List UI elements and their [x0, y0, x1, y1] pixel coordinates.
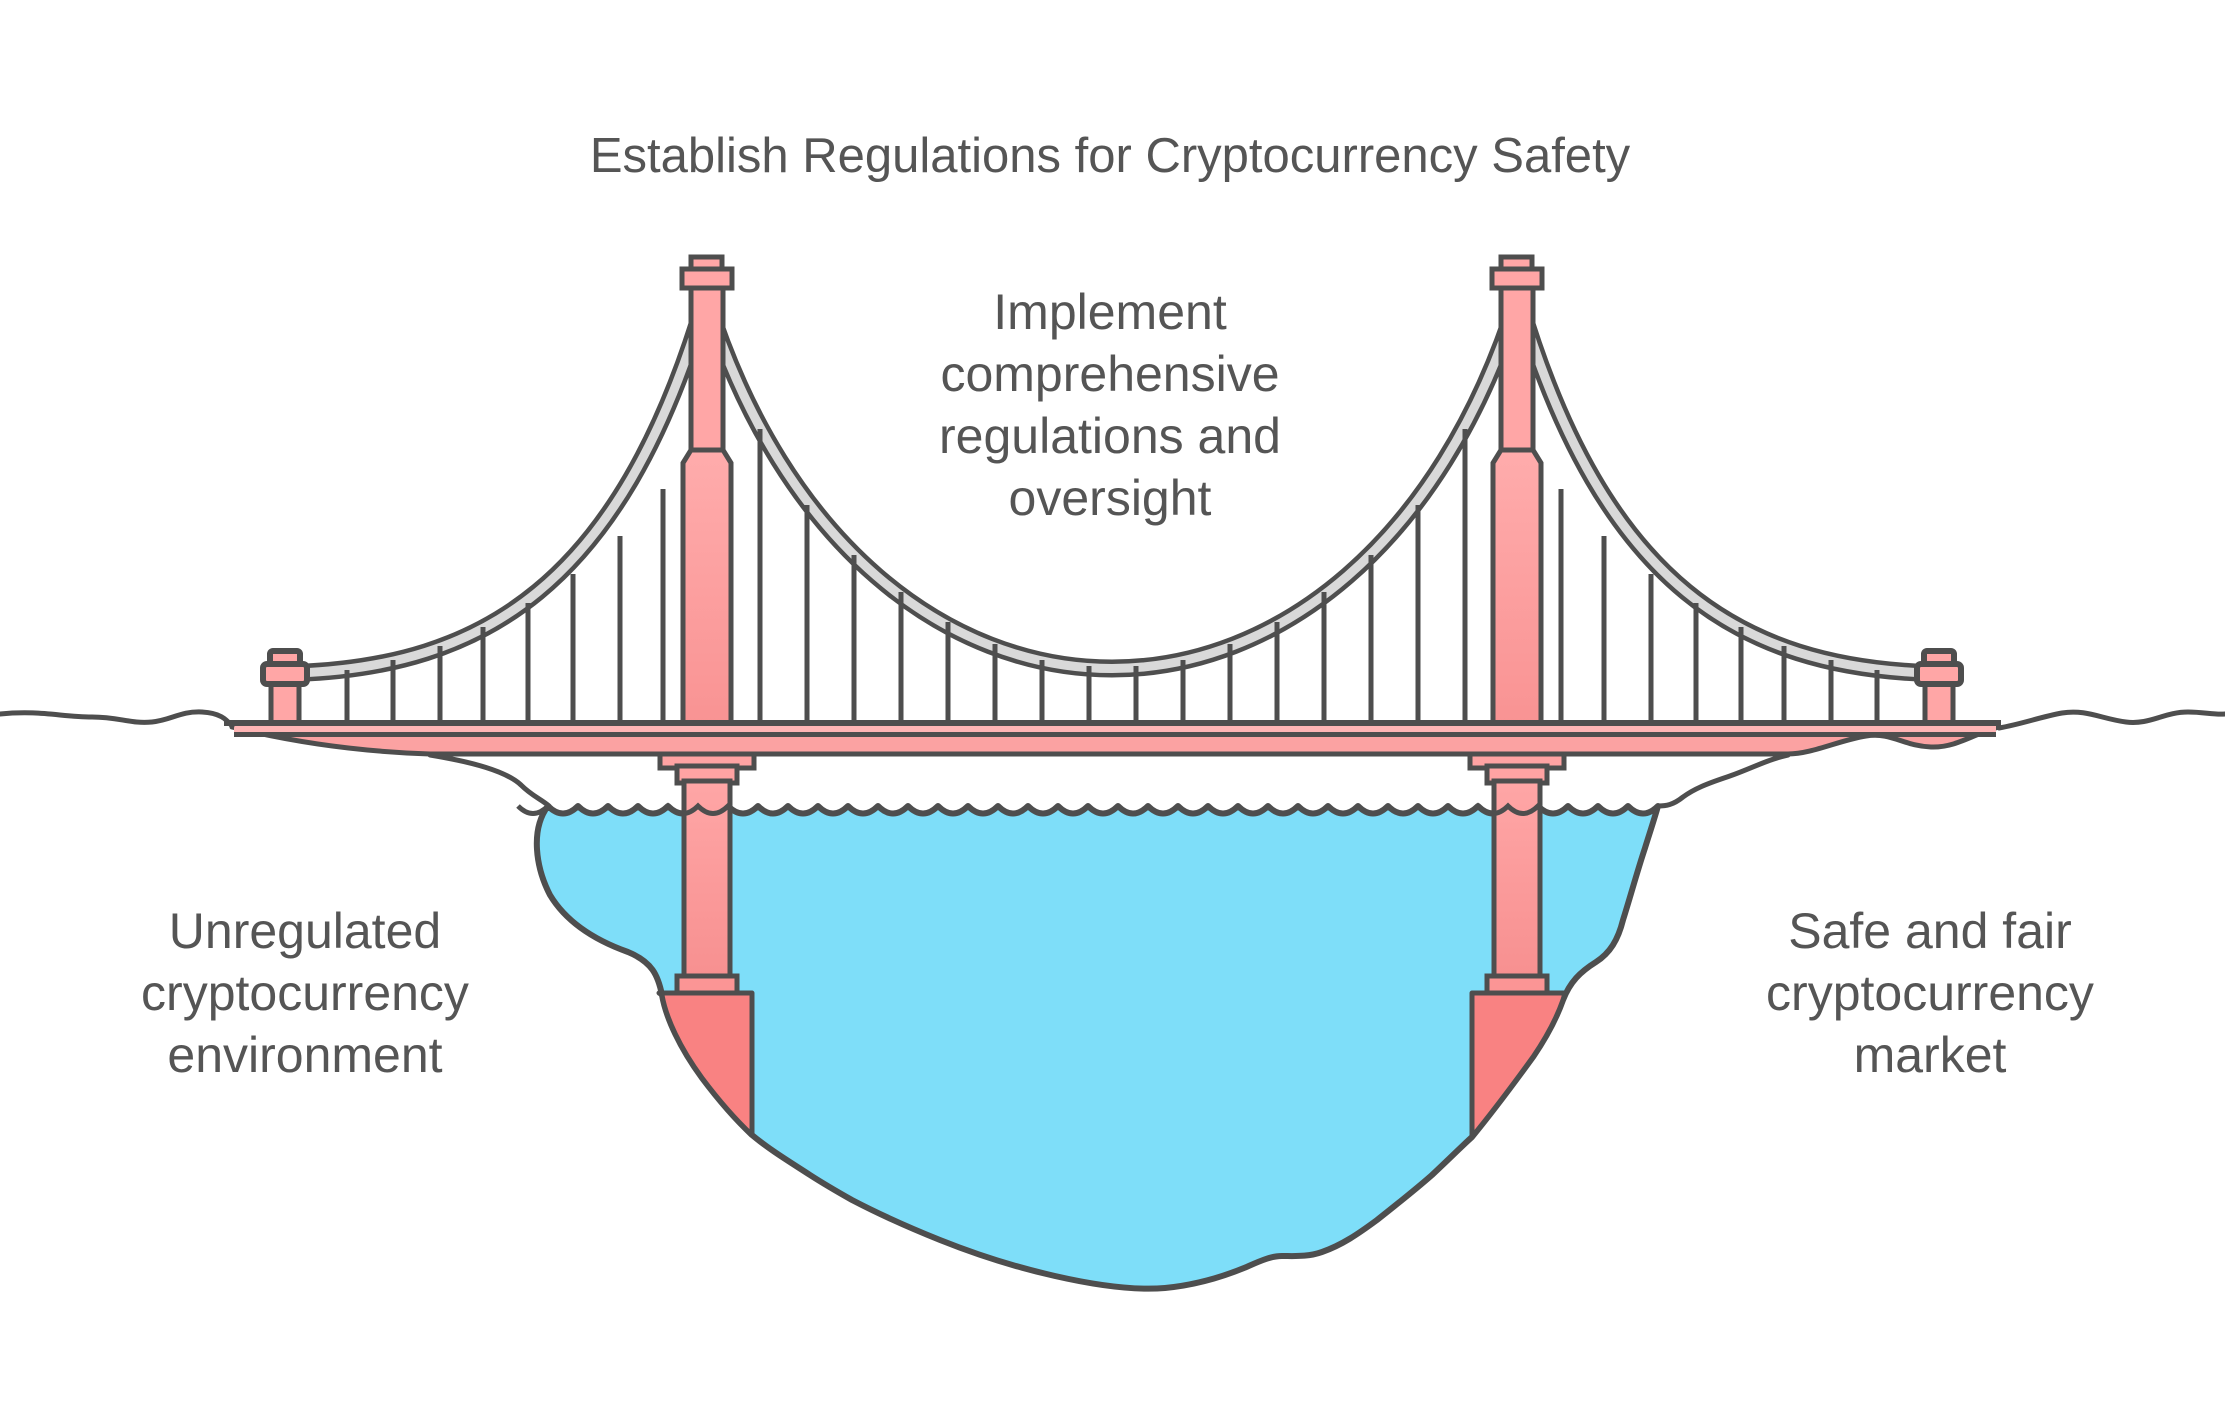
bridge-deck — [224, 720, 2002, 757]
suspender-lines — [344, 429, 1880, 726]
left-anchor-post — [260, 648, 310, 729]
right-anchor-post — [1914, 648, 1964, 729]
main-suspension-cable — [697, 295, 1527, 678]
left-tower — [679, 254, 735, 759]
left-bank-label: Unregulated cryptocurrency environment — [141, 903, 469, 1083]
diagram-title: Establish Regulations for Cryptocurrency… — [589, 129, 1631, 183]
left-shore-cliff — [427, 752, 552, 809]
bridge-cables — [296, 295, 1928, 682]
left-ground-line — [0, 709, 235, 729]
deck-top-strip — [234, 726, 1996, 732]
right-anchor-cable — [1510, 297, 1928, 682]
right-tower — [1489, 254, 1545, 759]
left-anchor-cable — [296, 297, 714, 682]
right-ground-line — [1996, 709, 2225, 731]
shorelines — [0, 709, 2225, 809]
right-bank-label: Safe and fair cryptocurrency market — [1766, 903, 2094, 1083]
right-shore-cliff — [1655, 752, 1791, 809]
water-surface-wave-line — [516, 802, 1570, 816]
center-bridge-label: Implement comprehensive regulations and … — [939, 284, 1281, 526]
